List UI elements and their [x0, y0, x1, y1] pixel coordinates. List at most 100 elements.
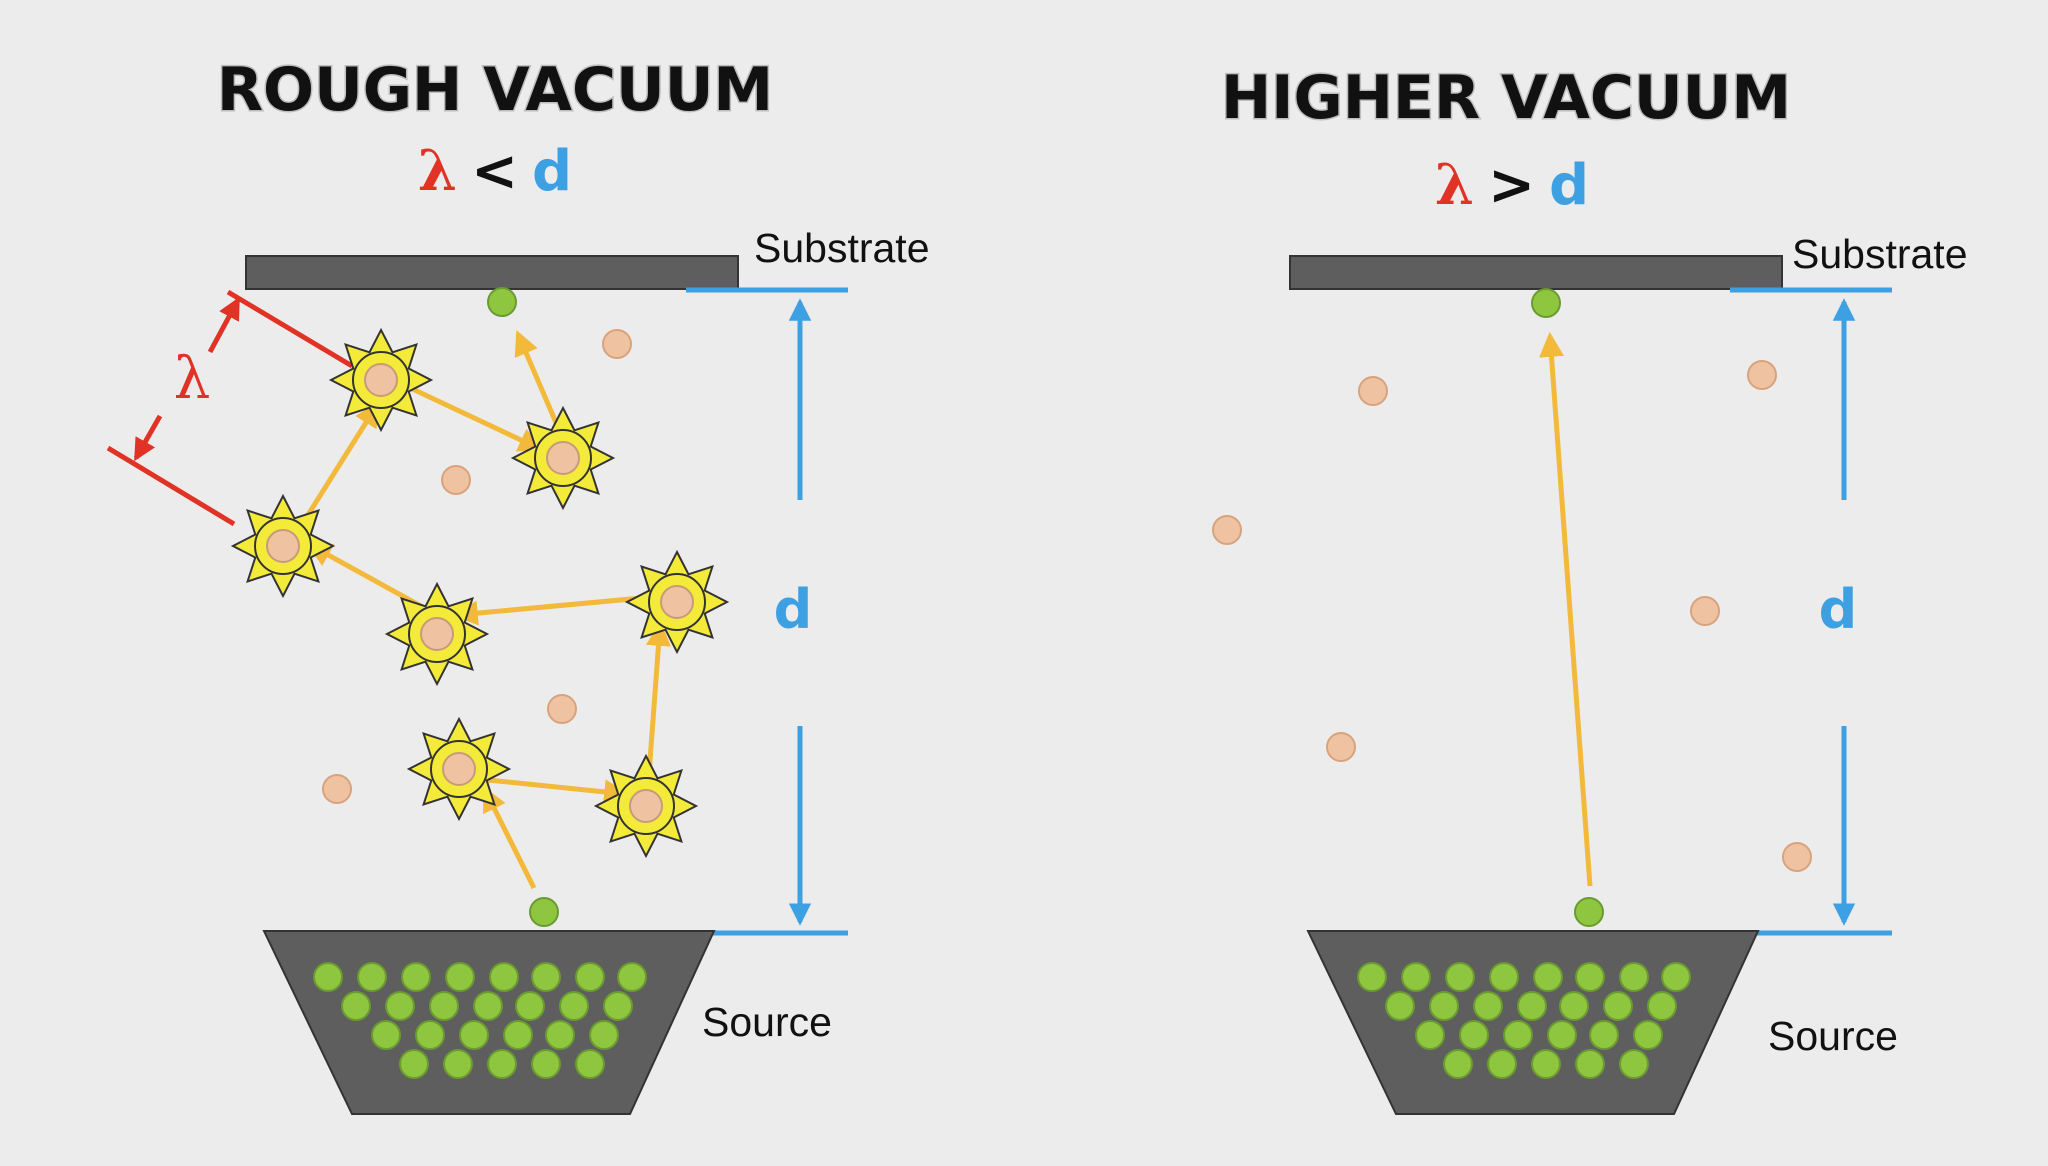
lambda-arrow-down [133, 414, 163, 462]
source-particle [1531, 1049, 1561, 1079]
rough-vacuum-panel: ROUGH VACUUM λ<d Substrate d λ [106, 54, 930, 1115]
source-particle [1357, 962, 1387, 992]
gas-molecules [1212, 360, 1812, 872]
source-particle [429, 991, 459, 1021]
particle-trajectory [293, 330, 671, 890]
source-particle [545, 1020, 575, 1050]
source-particle [1619, 1049, 1649, 1079]
source-particle [1459, 1020, 1489, 1050]
collision-burst [230, 493, 336, 599]
lambda-end-line-bottom [106, 445, 236, 527]
source-particle [1487, 1049, 1517, 1079]
gas-molecule [1747, 360, 1777, 390]
source-particle [357, 962, 387, 992]
emitted-particle [1574, 897, 1604, 927]
d-symbol: d [532, 139, 572, 204]
gas-molecule [322, 774, 352, 804]
collision-burst [328, 327, 434, 433]
source-particle [1547, 1020, 1577, 1050]
gas-molecule [547, 694, 577, 724]
emitted-particle [529, 897, 559, 927]
panel-title: HIGHER VACUUM [1221, 63, 1791, 133]
source-particle [473, 991, 503, 1021]
source-particle [1385, 991, 1415, 1021]
source-particle [531, 962, 561, 992]
lambda-end-line-top [226, 289, 354, 369]
source-crucible [1306, 930, 1760, 1115]
gas-molecules [322, 329, 632, 804]
higher-vacuum-panel: HIGHER VACUUM λ>d Substrate d Source [1212, 62, 1968, 1115]
source-particle [371, 1020, 401, 1050]
condition-formula: λ>d [1435, 152, 1589, 218]
gas-molecule [441, 465, 471, 495]
source-particle [531, 1049, 561, 1079]
source-particle [385, 991, 415, 1021]
source-particle [575, 962, 605, 992]
substrate-plate [245, 255, 739, 290]
condition-formula: λ<d [418, 138, 572, 204]
collision-bursts [230, 327, 730, 859]
gas-molecule [1212, 515, 1242, 545]
source-particle [617, 962, 647, 992]
deposited-particle [1531, 288, 1561, 318]
collision-burst [406, 716, 512, 822]
source-particle [603, 991, 633, 1021]
source-particle [1401, 962, 1431, 992]
collision-burst [593, 753, 699, 859]
collision-burst [510, 405, 616, 511]
source-particle [1603, 991, 1633, 1021]
gas-molecule [1782, 842, 1812, 872]
source-particle [341, 991, 371, 1021]
substrate-label: Substrate [1792, 231, 1968, 277]
source-crucible [262, 930, 716, 1115]
gas-molecule [1326, 732, 1356, 762]
panel-title: ROUGH VACUUM [217, 55, 773, 125]
source-particle [1589, 1020, 1619, 1050]
collision-burst [384, 581, 490, 687]
source-particle [589, 1020, 619, 1050]
distance-label: d [774, 578, 813, 641]
source-particle [399, 1049, 429, 1079]
substrate-plate [1289, 255, 1783, 290]
gas-molecule [602, 329, 632, 359]
source-particle [401, 962, 431, 992]
source-particles [313, 962, 647, 1079]
source-particle [1575, 962, 1605, 992]
source-particle [459, 1020, 489, 1050]
lambda-symbol: λ [418, 138, 457, 204]
source-label: Source [702, 999, 832, 1045]
lambda-symbol: λ [1435, 152, 1474, 218]
d-symbol: d [1549, 153, 1589, 218]
source-particle [1559, 991, 1589, 1021]
source-particle [1473, 991, 1503, 1021]
gas-molecule [1690, 596, 1720, 626]
source-particle [559, 991, 589, 1021]
source-particle [1661, 962, 1691, 992]
gas-molecule [1358, 376, 1388, 406]
substrate-label: Substrate [754, 225, 930, 271]
lambda-arrow-up [207, 296, 241, 354]
source-particle [515, 991, 545, 1021]
operator-symbol: > [1488, 153, 1535, 218]
source-particle [1575, 1049, 1605, 1079]
collision-burst [624, 549, 730, 655]
source-particle [1533, 962, 1563, 992]
source-particles [1357, 962, 1691, 1079]
particle-trajectory [1539, 331, 1593, 887]
source-particle [1619, 962, 1649, 992]
source-particle [1647, 991, 1677, 1021]
deposited-particle [487, 287, 517, 317]
source-particle [1503, 1020, 1533, 1050]
source-particle [1415, 1020, 1445, 1050]
source-particle [445, 962, 475, 992]
source-particle [443, 1049, 473, 1079]
distance-label: d [1819, 578, 1858, 641]
source-particle [487, 1049, 517, 1079]
source-particle [1517, 991, 1547, 1021]
source-particle [489, 962, 519, 992]
source-particle [503, 1020, 533, 1050]
mean-free-path-label: λ [174, 344, 211, 412]
source-particle [1443, 1049, 1473, 1079]
source-particle [1445, 962, 1475, 992]
operator-symbol: < [471, 139, 518, 204]
